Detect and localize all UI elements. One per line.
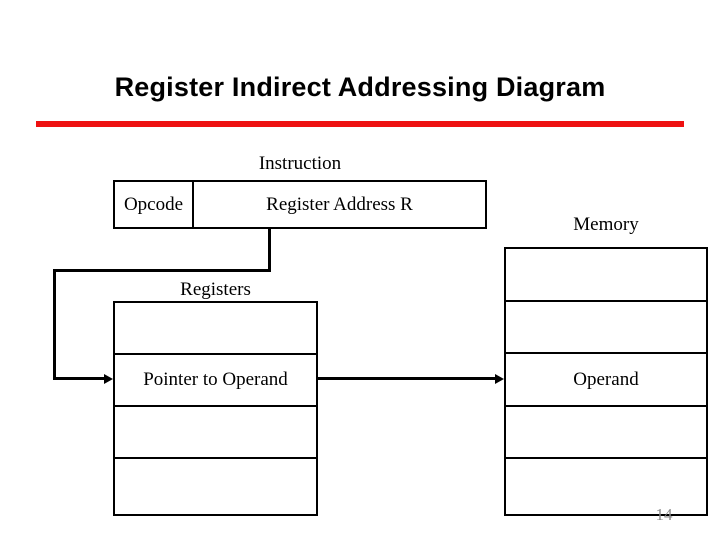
page-title: Register Indirect Addressing Diagram [114,72,606,102]
connector-into-registers [53,377,108,380]
instruction-register-address-cell: Register Address R [266,193,413,215]
instruction-opcode-cell: Opcode [115,182,194,227]
instruction-box: Opcode Register Address R [113,180,487,229]
registers-caption: Registers [180,279,251,300]
memory-table: Operand [504,247,708,516]
registers-table: Pointer to Operand [113,301,318,516]
memory-row [506,249,706,302]
memory-row [506,302,706,355]
memory-caption: Memory [573,214,639,235]
page-number: 14 [655,505,673,524]
title-divider [36,121,684,127]
connector-left-margin-down [53,269,56,380]
arrow-right-icon-memory [495,374,504,384]
register-row [115,407,316,459]
register-row-pointer: Pointer to Operand [115,355,316,407]
instruction-caption: Instruction [258,153,342,174]
memory-row-operand: Operand [506,354,706,407]
register-row [115,303,316,355]
register-row [115,459,316,514]
connector-registers-to-memory [318,377,499,380]
arrow-right-icon-registers [104,374,113,384]
memory-row [506,407,706,460]
connector-instruction-down [268,229,271,272]
connector-instruction-left [53,269,271,272]
